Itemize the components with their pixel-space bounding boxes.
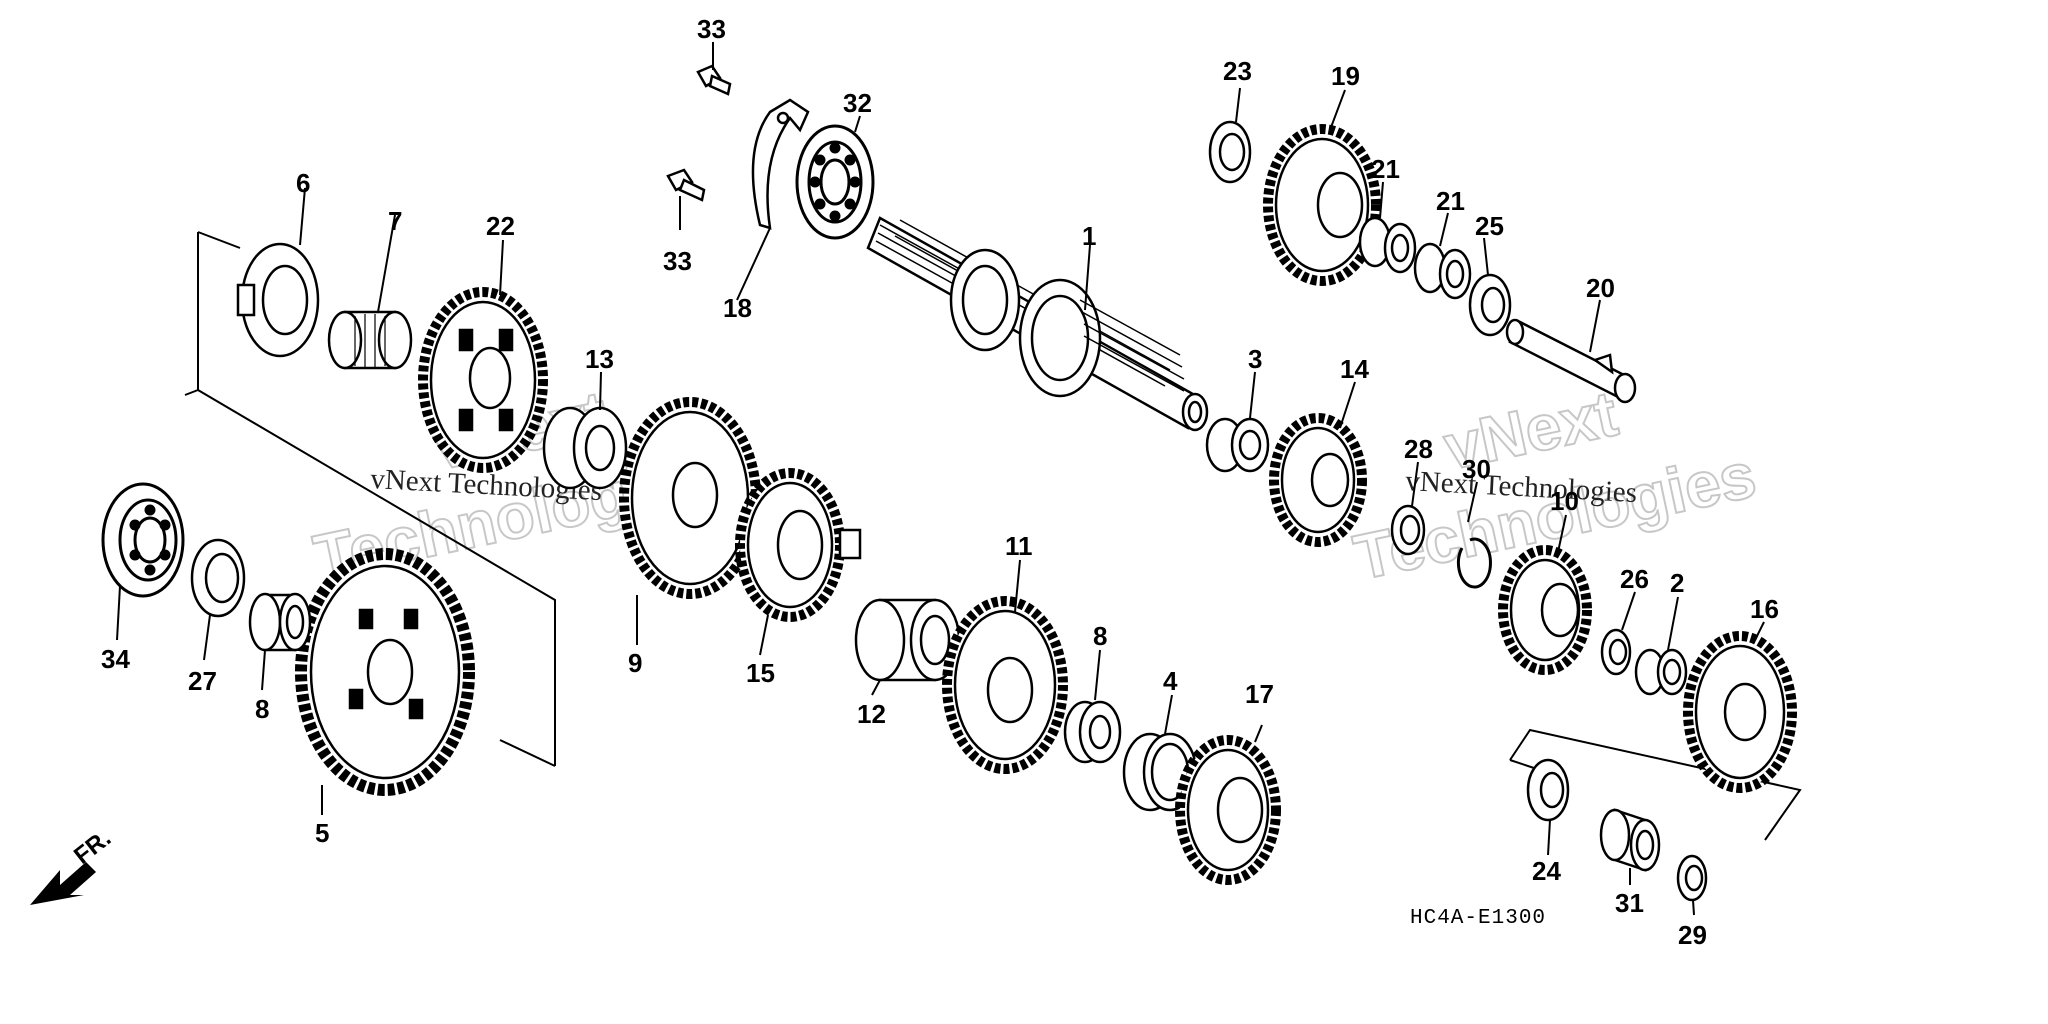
washer-23 (1208, 120, 1252, 184)
collar-3 (1205, 417, 1270, 473)
bolt-33-top (696, 64, 732, 96)
diagram-code: HC4A-E1300 (1410, 907, 1546, 930)
washer-28 (1390, 504, 1426, 556)
washer-25 (1468, 273, 1512, 337)
callout: 29 (1678, 920, 1707, 950)
front-arrow-icon (30, 862, 96, 905)
callout: 22 (486, 211, 515, 241)
gear-19 (1263, 124, 1381, 286)
collar-21-b (1413, 242, 1472, 300)
front-direction-marker: FR. (30, 825, 116, 905)
circlip-30 (1456, 537, 1492, 589)
collar-2 (1634, 648, 1688, 696)
bolt-33-bottom (666, 168, 706, 202)
shaft-20 (1505, 318, 1637, 404)
callout: 14 (1340, 354, 1369, 384)
callout: 26 (1620, 564, 1649, 594)
callout: 21 (1436, 186, 1465, 216)
main-shaft (866, 216, 1209, 432)
gear-14 (1269, 413, 1367, 547)
washer-27 (190, 538, 246, 618)
washer-26 (1600, 628, 1632, 676)
callout: 4 (1163, 666, 1178, 696)
group-outlines (184, 231, 1802, 841)
collar-21-a (1358, 216, 1417, 274)
callout: 15 (746, 658, 775, 688)
gear-9 (619, 397, 761, 599)
part-12 (854, 598, 961, 682)
bearing-32 (795, 124, 875, 240)
callout: 20 (1586, 273, 1615, 303)
callout: 24 (1532, 856, 1561, 886)
gear-16 (1683, 631, 1797, 793)
gear-17 (1175, 735, 1281, 885)
gear-10 (1498, 545, 1592, 675)
callout: 30 (1462, 454, 1491, 484)
callout: 11 (1005, 531, 1033, 561)
gear-5 (295, 548, 475, 796)
gear-11 (942, 596, 1068, 774)
callout: 1 (1082, 221, 1096, 251)
callout: 19 (1331, 61, 1360, 91)
callout: 31 (1615, 888, 1644, 918)
part-8-middle (1063, 700, 1122, 764)
gear-22 (418, 287, 548, 473)
callout: 13 (585, 344, 614, 374)
callout: 10 (1550, 486, 1579, 516)
callout-labels: 33 32 23 19 6 7 22 33 18 1 21 21 25 20 1… (101, 14, 1779, 950)
callout: 8 (255, 694, 269, 724)
callout: 7 (388, 206, 402, 236)
callout: 21 (1371, 154, 1400, 184)
part-7 (327, 310, 413, 370)
callout: 23 (1223, 56, 1252, 86)
left-group-outline (197, 232, 556, 766)
front-label: FR. (69, 825, 116, 870)
callout: 18 (723, 293, 752, 323)
callout: 27 (188, 666, 217, 696)
bushing-31 (1599, 808, 1661, 872)
callout: 6 (296, 168, 310, 198)
setting-plate-18 (751, 98, 810, 230)
part-8-left (248, 592, 312, 652)
callout: 25 (1475, 211, 1504, 241)
leader-lines (116, 42, 1765, 916)
callout: 33 (697, 14, 726, 44)
callout: 28 (1404, 434, 1433, 464)
callout: 17 (1245, 679, 1274, 709)
callout: 5 (315, 818, 329, 848)
gear-15 (735, 468, 862, 622)
callout: 8 (1093, 621, 1107, 651)
callout: 34 (101, 644, 130, 674)
callout: 3 (1248, 344, 1262, 374)
washer-29 (1676, 854, 1708, 902)
callout: 33 (663, 246, 692, 276)
callout: 9 (628, 648, 642, 678)
part-6 (236, 242, 320, 358)
callout: 2 (1670, 568, 1684, 598)
callout: 12 (857, 699, 886, 729)
callout: 16 (1750, 594, 1779, 624)
callout: 32 (843, 88, 872, 118)
washer-24 (1526, 758, 1570, 822)
bearing-34 (101, 482, 185, 598)
right-group-outline (1509, 728, 1802, 841)
part-13 (542, 406, 628, 490)
